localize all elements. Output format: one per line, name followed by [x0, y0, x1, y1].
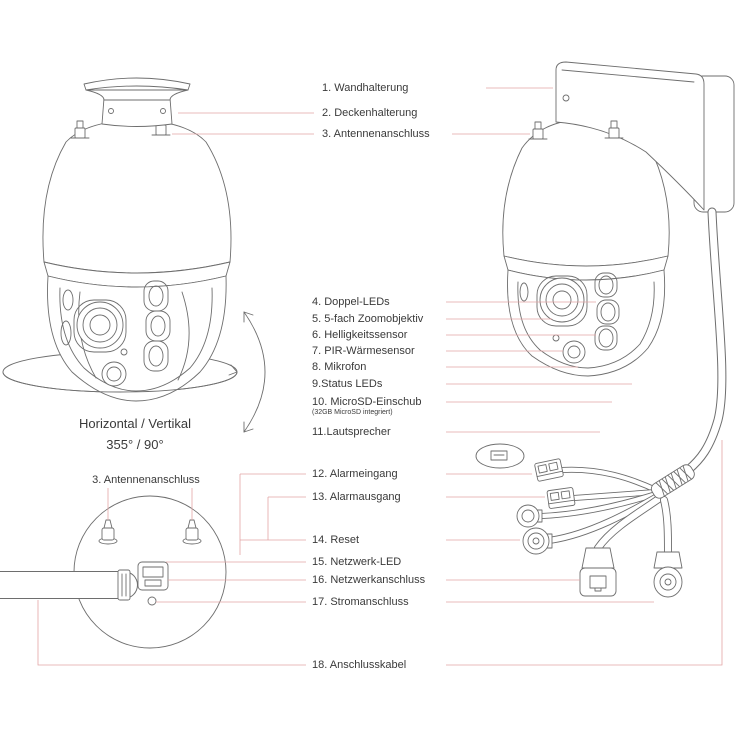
callout-13-label: 13. Alarmausgang [312, 491, 401, 503]
callout-14-label: 14. Reset [312, 534, 360, 546]
left-camera-leds-right [143, 280, 171, 372]
right-camera-double-leds [594, 272, 620, 351]
left-camera-dome-window [59, 287, 213, 392]
left-camera-zoom-lens [73, 299, 127, 353]
rj45-network-connector [579, 547, 617, 597]
callout-2-label: 2. Deckenhalterung [322, 107, 418, 119]
right-camera-lower-dome [507, 269, 666, 377]
back-view-power-port [147, 596, 157, 606]
callout-17-label: 17. Stromanschluss [312, 596, 409, 608]
cable-branches [539, 466, 672, 556]
left-camera-front-view [2, 77, 238, 402]
callout-18-label: 18. Anschlusskabel [312, 659, 407, 671]
alarm-output-terminal [546, 487, 576, 509]
back-view-antenna-right [182, 519, 202, 545]
horizontal-rotation-arrowhead [228, 364, 238, 376]
right-camera-zoom-lens [536, 275, 588, 327]
right-camera-antenna-connector-right [604, 120, 624, 139]
callout-15-label: 15. Netzwerk-LED [312, 556, 402, 568]
callout-11-label: 11.Lautsprecher [312, 426, 391, 438]
left-camera-leds-left [60, 289, 74, 346]
alarm-input-terminal [534, 458, 564, 482]
cable-braid [650, 464, 695, 499]
left-camera-sensors [101, 348, 128, 387]
cable-tag [475, 443, 525, 469]
horizontal-rotation-front-arc [2, 371, 238, 393]
right-camera-led-left [519, 282, 529, 302]
callout-9-label: 9.Status LEDs [312, 378, 383, 390]
callout-10-label: 10. MicroSD-Einschub [312, 396, 422, 408]
connection-cable-main [683, 207, 727, 475]
vertical-rotation-arrow [243, 311, 266, 433]
back-view-antenna-label: 3. Antennenanschluss [92, 474, 200, 486]
callout-4-label: 4. Doppel-LEDs [312, 296, 390, 308]
ceiling-mount [83, 77, 191, 127]
round-connector [522, 527, 553, 555]
callout-8-label: 8. Mikrofon [312, 361, 367, 373]
callout-5-label: 5. 5-fach Zoomobjektiv [312, 313, 424, 325]
callout-12-label: 12. Alarmeingang [312, 468, 398, 480]
left-camera-upper-housing [42, 119, 232, 274]
right-camera-sensors [552, 334, 586, 364]
leader-18-right [446, 440, 723, 666]
back-view-cable [0, 569, 138, 601]
callout-6-label: 6. Helligkeitssensor [312, 329, 408, 341]
reset-button-connector [516, 504, 543, 528]
camera-back-view [0, 495, 227, 649]
rotation-caption: Horizontal / Vertikal [79, 416, 191, 431]
leader-lines [37, 87, 723, 666]
rotation-angles: 355° / 90° [106, 437, 164, 452]
left-camera-lower-dome [47, 275, 227, 402]
leader-18-left [37, 600, 306, 666]
callout-1-label: 1. Wandhalterung [322, 82, 409, 94]
right-camera-wall-mount-view [475, 61, 735, 598]
callout-3-label: 3. Antennenanschluss [322, 128, 430, 140]
callout-16-label: 16. Netzwerkanschluss [312, 574, 426, 586]
callout-7-label: 7. PIR-Wärmesensor [312, 345, 415, 357]
back-view-network-port [137, 561, 169, 591]
power-jack-connector [653, 551, 683, 598]
back-view-antenna-left [98, 519, 118, 545]
callout-10-note: (32GB MicroSD integriert) [312, 409, 393, 416]
left-camera-antenna-connector-left [70, 120, 90, 139]
right-camera-dome-window [517, 281, 655, 369]
right-camera-antenna-connector-left [528, 121, 548, 140]
